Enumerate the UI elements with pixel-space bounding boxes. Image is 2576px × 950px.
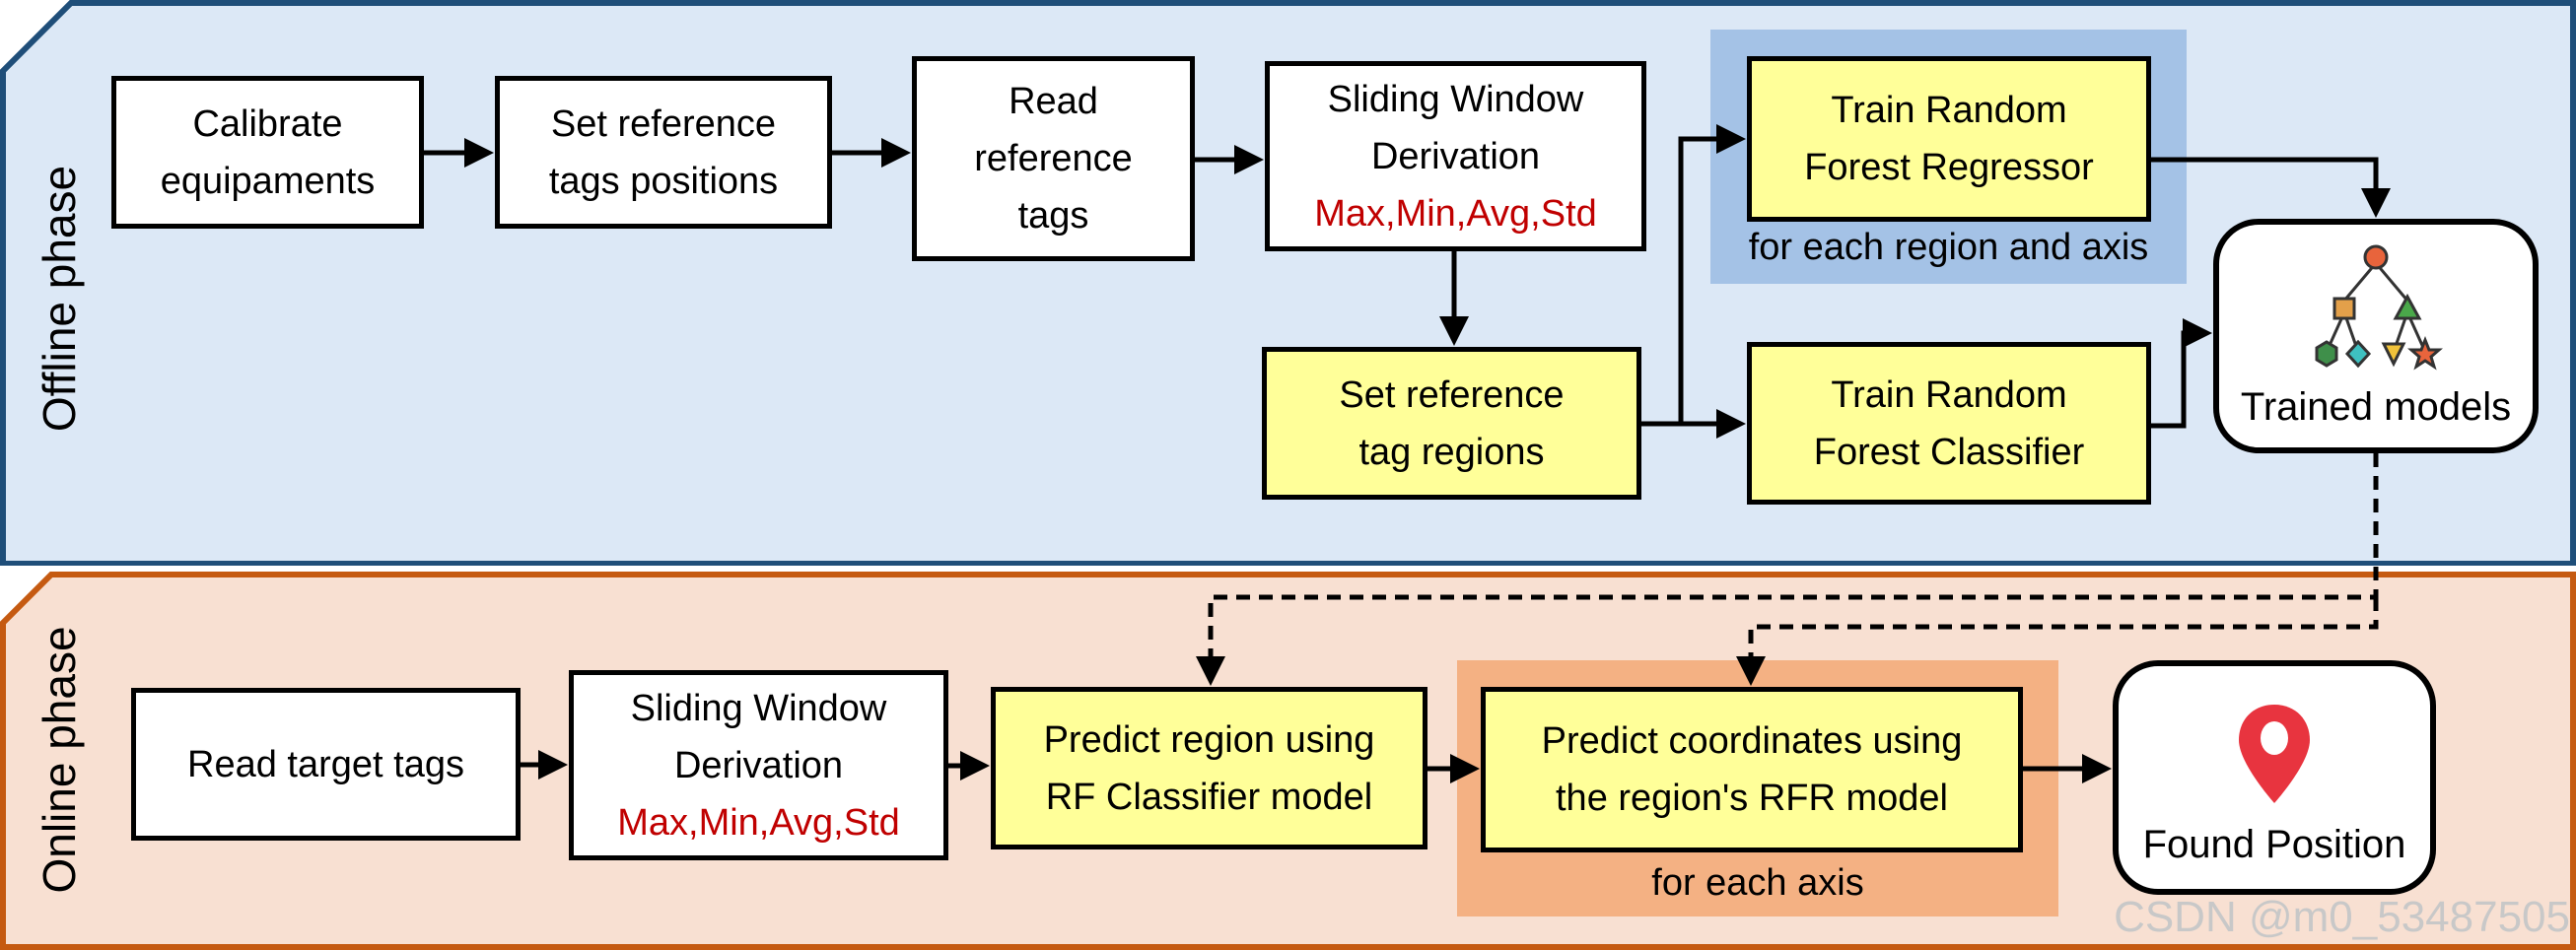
found-position-label: Found Position xyxy=(2142,823,2406,866)
dashed-arrow-models-to-predict-coords xyxy=(1736,597,2379,686)
set-reference-positions-text: Set reference tags positions xyxy=(548,102,779,202)
train-rf-classifier-box: Train Random Forest Classifier xyxy=(1747,342,2151,505)
online-sliding-window-box: Sliding Window Derivation Max,Min,Avg,St… xyxy=(569,670,948,860)
read-target-tags-box: Read target tags xyxy=(131,688,521,841)
trained-models-box: Trained models xyxy=(2213,219,2539,453)
trained-models-label: Trained models xyxy=(2240,385,2512,429)
found-position-box: Found Position xyxy=(2113,660,2436,895)
offline-sliding-window-text: Sliding Window Derivation xyxy=(1327,78,1584,177)
dashed-arrow-models-to-predict-region xyxy=(1196,453,2379,686)
offline-sliding-window-box: Sliding Window Derivation Max,Min,Avg,St… xyxy=(1265,61,1646,251)
train-rf-regressor-text: Train Random Forest Regressor xyxy=(1804,90,2094,188)
set-reference-regions-box: Set reference tag regions xyxy=(1262,347,1641,500)
calibrate-equipments-text: Calibrate equipaments xyxy=(160,102,376,202)
online-sliding-window-stats: Max,Min,Avg,Std xyxy=(617,801,900,844)
location-pin-icon xyxy=(2239,705,2310,803)
decision-tree-icon xyxy=(2315,244,2443,371)
arrow-regressor-to-models xyxy=(2151,157,2391,218)
read-reference-tags-box: Read reference tags xyxy=(912,56,1195,261)
calibrate-equipments-box: Calibrate equipaments xyxy=(111,76,424,229)
set-reference-positions-box: Set reference tags positions xyxy=(495,76,832,229)
arrow-regions-to-regressor xyxy=(1641,124,1746,427)
predict-region-box: Predict region using RF Classifier model xyxy=(991,687,1427,849)
train-rf-classifier-text: Train Random Forest Classifier xyxy=(1813,373,2085,473)
arrow-classifier-to-models xyxy=(2151,318,2212,429)
regressor-caption: for each region and axis xyxy=(1748,227,2149,268)
read-reference-tags-text: Read reference tags xyxy=(974,81,1133,237)
offline-sliding-window-stats: Max,Min,Avg,Std xyxy=(1314,192,1597,235)
train-rf-regressor-box: Train Random Forest Regressor xyxy=(1747,56,2151,222)
coords-caption: for each axis xyxy=(1651,862,1864,904)
predict-region-text: Predict region using RF Classifier model xyxy=(1043,718,1375,818)
read-target-tags-text: Read target tags xyxy=(187,743,464,785)
predict-coordinates-box: Predict coordinates using the region's R… xyxy=(1481,687,2023,852)
online-sliding-window-text: Sliding Window Derivation xyxy=(630,687,887,786)
watermark: CSDN @m0_53487505 xyxy=(2114,893,2570,941)
predict-coordinates-text: Predict coordinates using the region's R… xyxy=(1541,720,1963,819)
set-reference-regions-text: Set reference tag regions xyxy=(1339,373,1565,473)
